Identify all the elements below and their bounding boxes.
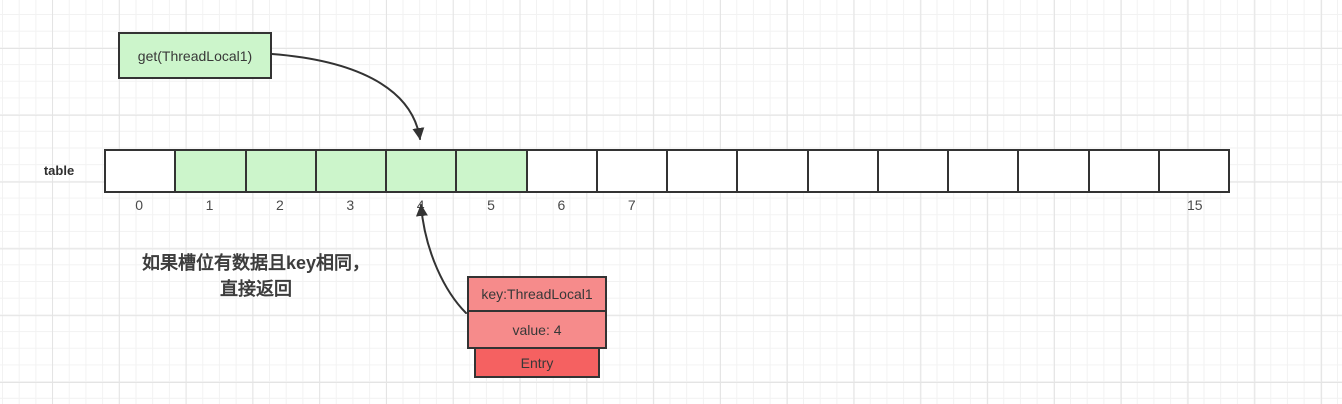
index-label-3: 3 — [346, 197, 355, 213]
arrow-entry-to-slot4 — [415, 204, 467, 314]
index-label-4: 4 — [416, 197, 425, 213]
table-cell-9 — [738, 151, 809, 191]
table-cell-10 — [808, 151, 879, 191]
table-cell-0 — [106, 151, 177, 191]
table-cell-5 — [457, 151, 528, 191]
entry-value-box: value: 4 — [467, 310, 607, 349]
table-cell-3 — [316, 151, 387, 191]
table-cell-15 — [1159, 151, 1228, 191]
table-cell-13 — [1019, 151, 1090, 191]
arrow-get-to-slot4 — [271, 53, 425, 140]
table-cell-8 — [668, 151, 739, 191]
table-index-labels: 0 1 2 3 4 5 6 7 15 — [104, 197, 1230, 217]
table-cell-14 — [1089, 151, 1160, 191]
get-threadlocal-label: get(ThreadLocal1) — [137, 47, 253, 64]
index-label-5: 5 — [487, 197, 495, 213]
table-cell-1 — [176, 151, 247, 191]
index-label-0: 0 — [135, 197, 144, 213]
annotation-text: 如果槽位有数据且key相同， 直接返回 — [95, 250, 417, 302]
annotation-line-1: 如果槽位有数据且key相同， — [141, 253, 371, 273]
annotation-line-2: 直接返回 — [220, 279, 292, 299]
get-threadlocal-box: get(ThreadLocal1) — [118, 32, 272, 79]
table-cell-4 — [387, 151, 458, 191]
table-cell-12 — [949, 151, 1020, 191]
index-label-7: 7 — [627, 197, 636, 213]
table-label: table — [43, 163, 75, 178]
index-label-1: 1 — [205, 197, 214, 213]
index-label-2: 2 — [276, 197, 284, 213]
entry-key-box: key:ThreadLocal1 — [467, 276, 607, 312]
hash-table — [104, 149, 1230, 193]
entry-box: Entry — [474, 347, 600, 378]
entry-label: Entry — [520, 354, 554, 371]
entry-value-label: value: 4 — [512, 321, 562, 338]
table-cell-11 — [878, 151, 949, 191]
index-label-6: 6 — [557, 197, 566, 213]
table-cell-7 — [597, 151, 668, 191]
index-label-15: 15 — [1187, 197, 1203, 213]
table-cell-6 — [527, 151, 598, 191]
table-cell-2 — [246, 151, 317, 191]
entry-key-label: key:ThreadLocal1 — [481, 286, 593, 302]
